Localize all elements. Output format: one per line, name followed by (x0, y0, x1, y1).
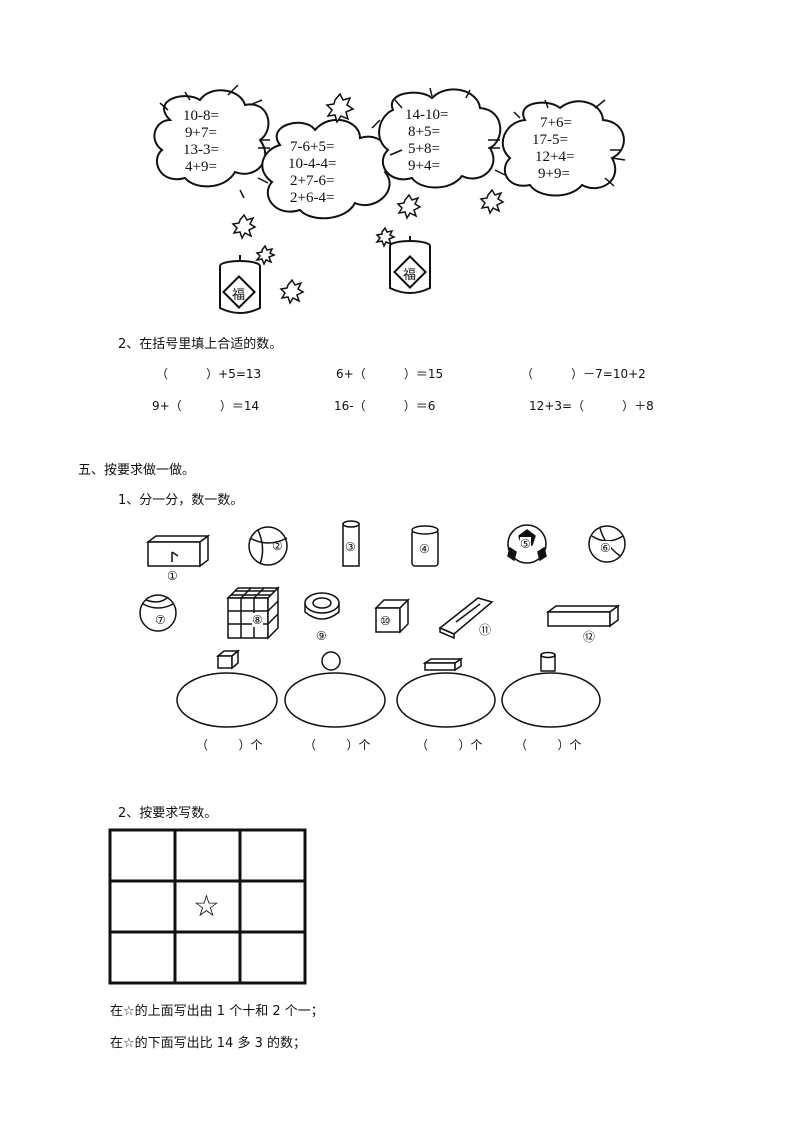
firework-bursts (231, 92, 505, 305)
section-5-title: 五、按要求做一做。 (78, 463, 196, 478)
equation: 8+5= (408, 124, 440, 140)
cuboid-shape-icon (422, 657, 464, 672)
star-icon: ☆ (193, 889, 220, 924)
object-number-4: ④ (419, 542, 430, 556)
count-blank-sphere[interactable]: （ ）个 (304, 738, 371, 752)
object-number-2: ② (272, 539, 283, 553)
equation: 10-8= (183, 108, 219, 124)
equation: 17-5= (532, 132, 568, 148)
object-2-ball (248, 526, 288, 566)
object-number-3: ③ (345, 540, 356, 554)
sort-oval-cube[interactable] (176, 672, 278, 728)
jar-left (219, 255, 261, 314)
object-1-box (145, 534, 211, 568)
sort-oval-cylinder[interactable] (501, 672, 601, 728)
jar-right (389, 236, 431, 294)
cloud-2-equations: 7-6+5= 10-4-4= 2+7-6= 2+6-4= (288, 139, 336, 207)
equation: 12+4= (535, 149, 575, 165)
instruction-above: 在☆的上面写出由 1 个十和 2 个一； (110, 1004, 324, 1019)
blank-eq-5[interactable]: 16-（ ）＝6 (334, 399, 436, 413)
sphere-shape-icon (321, 651, 341, 671)
blank-eq-4[interactable]: 9+（ ）＝14 (152, 399, 260, 413)
instruction-below: 在☆的下面写出比 14 多 3 的数； (110, 1036, 306, 1051)
blank-eq-1[interactable]: （ ）+5=13 (156, 367, 262, 381)
blank-eq-2[interactable]: 6+（ ）＝15 (336, 367, 444, 381)
equation: 9+9= (538, 166, 570, 182)
object-number-10: ⑩ (380, 614, 391, 628)
blank-eq-3[interactable]: （ ）－7=10+2 (521, 367, 646, 381)
jar-left-label: 福 (232, 288, 246, 303)
equation: 9+4= (408, 158, 440, 174)
q1-title: 1、分一分，数一数。 (118, 493, 244, 508)
equation: 9+7= (185, 125, 217, 141)
object-9-tape (304, 592, 340, 620)
jar-right-label: 福 (403, 268, 417, 283)
object-number-9: ⑨ (316, 629, 327, 643)
object-number-6: ⑥ (600, 541, 611, 555)
object-number-5: ⑤ (520, 537, 531, 551)
object-number-8: ⑧ (252, 613, 263, 627)
cloud-1-equations: 10-8= 9+7= 13-3= 4+9= (183, 108, 219, 176)
equation: 2+7-6= (290, 173, 335, 189)
cloud-2 (261, 119, 392, 220)
sort-oval-cuboid[interactable] (396, 672, 496, 728)
equation: 14-10= (405, 107, 449, 123)
equation: 13-3= (183, 142, 219, 158)
object-number-1: ① (167, 569, 178, 583)
equation: 5+8= (408, 141, 440, 157)
cloud-3 (378, 88, 502, 189)
cloud-3-equations: 14-10= 8+5= 5+8= 9+4= (405, 107, 448, 175)
cube-shape-icon (215, 649, 241, 670)
equation: 4+9= (185, 159, 217, 175)
object-number-12: ⑫ (583, 630, 596, 644)
object-number-11: ⑪ (479, 623, 492, 637)
cloud-4-equations: 7+6= 17-5= 12+4= 9+9= (532, 115, 574, 183)
object-11-pencil-box (438, 597, 494, 640)
count-blank-cube[interactable]: （ ）个 (196, 738, 263, 752)
equation: 2+6-4= (290, 190, 335, 206)
object-12-flat-box (545, 604, 621, 628)
sparkle-lines (159, 84, 626, 199)
count-blank-cuboid[interactable]: （ ）个 (416, 738, 483, 752)
object-3-cylinder (342, 520, 360, 567)
q2-write-title: 2、按要求写数。 (118, 806, 218, 821)
object-number-7: ⑦ (155, 613, 166, 627)
equation: 10-4-4= (288, 156, 337, 172)
cloud-4 (501, 100, 625, 197)
blank-eq-6[interactable]: 12+3=（ ）＋8 (529, 399, 654, 413)
grid-cell-above-star[interactable] (177, 832, 238, 879)
sort-oval-sphere[interactable] (284, 672, 386, 728)
grid-cell-below-star[interactable] (177, 934, 238, 981)
q2-title: 2、在括号里填上合适的数。 (118, 337, 283, 352)
count-blank-cylinder[interactable]: （ ）个 (515, 738, 582, 752)
equation: 7-6+5= (290, 139, 335, 155)
object-4-can (411, 525, 439, 567)
equation: 7+6= (540, 115, 572, 131)
number-grid (108, 828, 307, 985)
cylinder-shape-icon (540, 651, 556, 672)
